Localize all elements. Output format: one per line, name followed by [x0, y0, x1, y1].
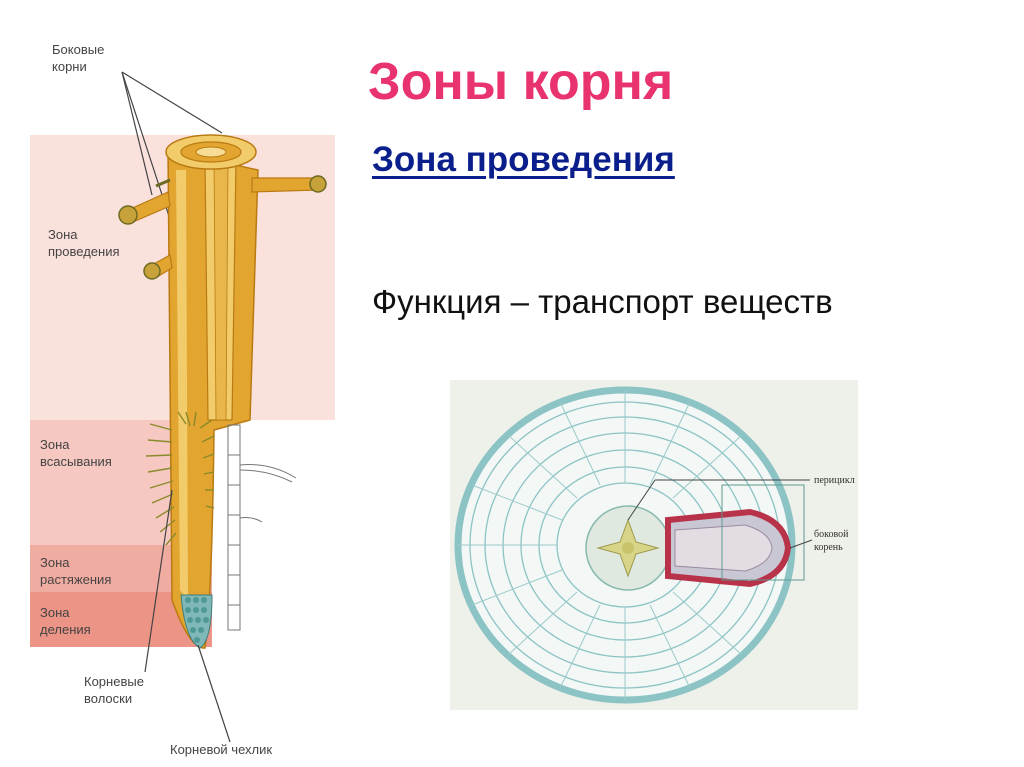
slide-title: Зоны корня [368, 53, 674, 111]
micrograph-svg [454, 386, 813, 704]
label-lateral-root-micro: боковой корень [814, 529, 849, 553]
cell-strand-panel [212, 420, 335, 648]
label-root-hairs: Корневые волоски [84, 674, 144, 706]
label-root-cap: Корневой чехлик [170, 742, 273, 757]
root-cross-section-micrograph: перицикл боковой корень [450, 380, 858, 710]
label-pericycle: перицикл [814, 475, 855, 486]
root-illustration [118, 71, 327, 743]
label-division-zone: Зона деления [40, 605, 91, 637]
slide-subtitle: Зона проведения [372, 140, 675, 179]
label-elongation-zone: Зона растяжения [40, 555, 112, 587]
label-lateral-roots: Боковые корни [52, 42, 105, 74]
label-absorption-zone: Зона всасывания [40, 437, 112, 469]
function-text: Функция – транспорт веществ [372, 283, 833, 320]
label-conduction-zone: Зона проведения [48, 227, 120, 259]
